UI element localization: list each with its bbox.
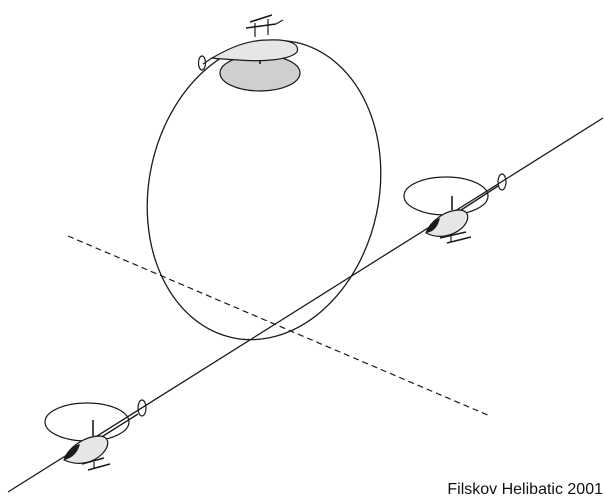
rotor-disk xyxy=(404,177,488,215)
helicopter-icon xyxy=(404,174,506,243)
credit-text: Filskov Helibatic 2001 xyxy=(447,481,603,497)
helicopter-inverted-icon xyxy=(199,15,301,91)
dashed-axis-line xyxy=(68,236,490,416)
rotor-disk xyxy=(45,403,129,441)
